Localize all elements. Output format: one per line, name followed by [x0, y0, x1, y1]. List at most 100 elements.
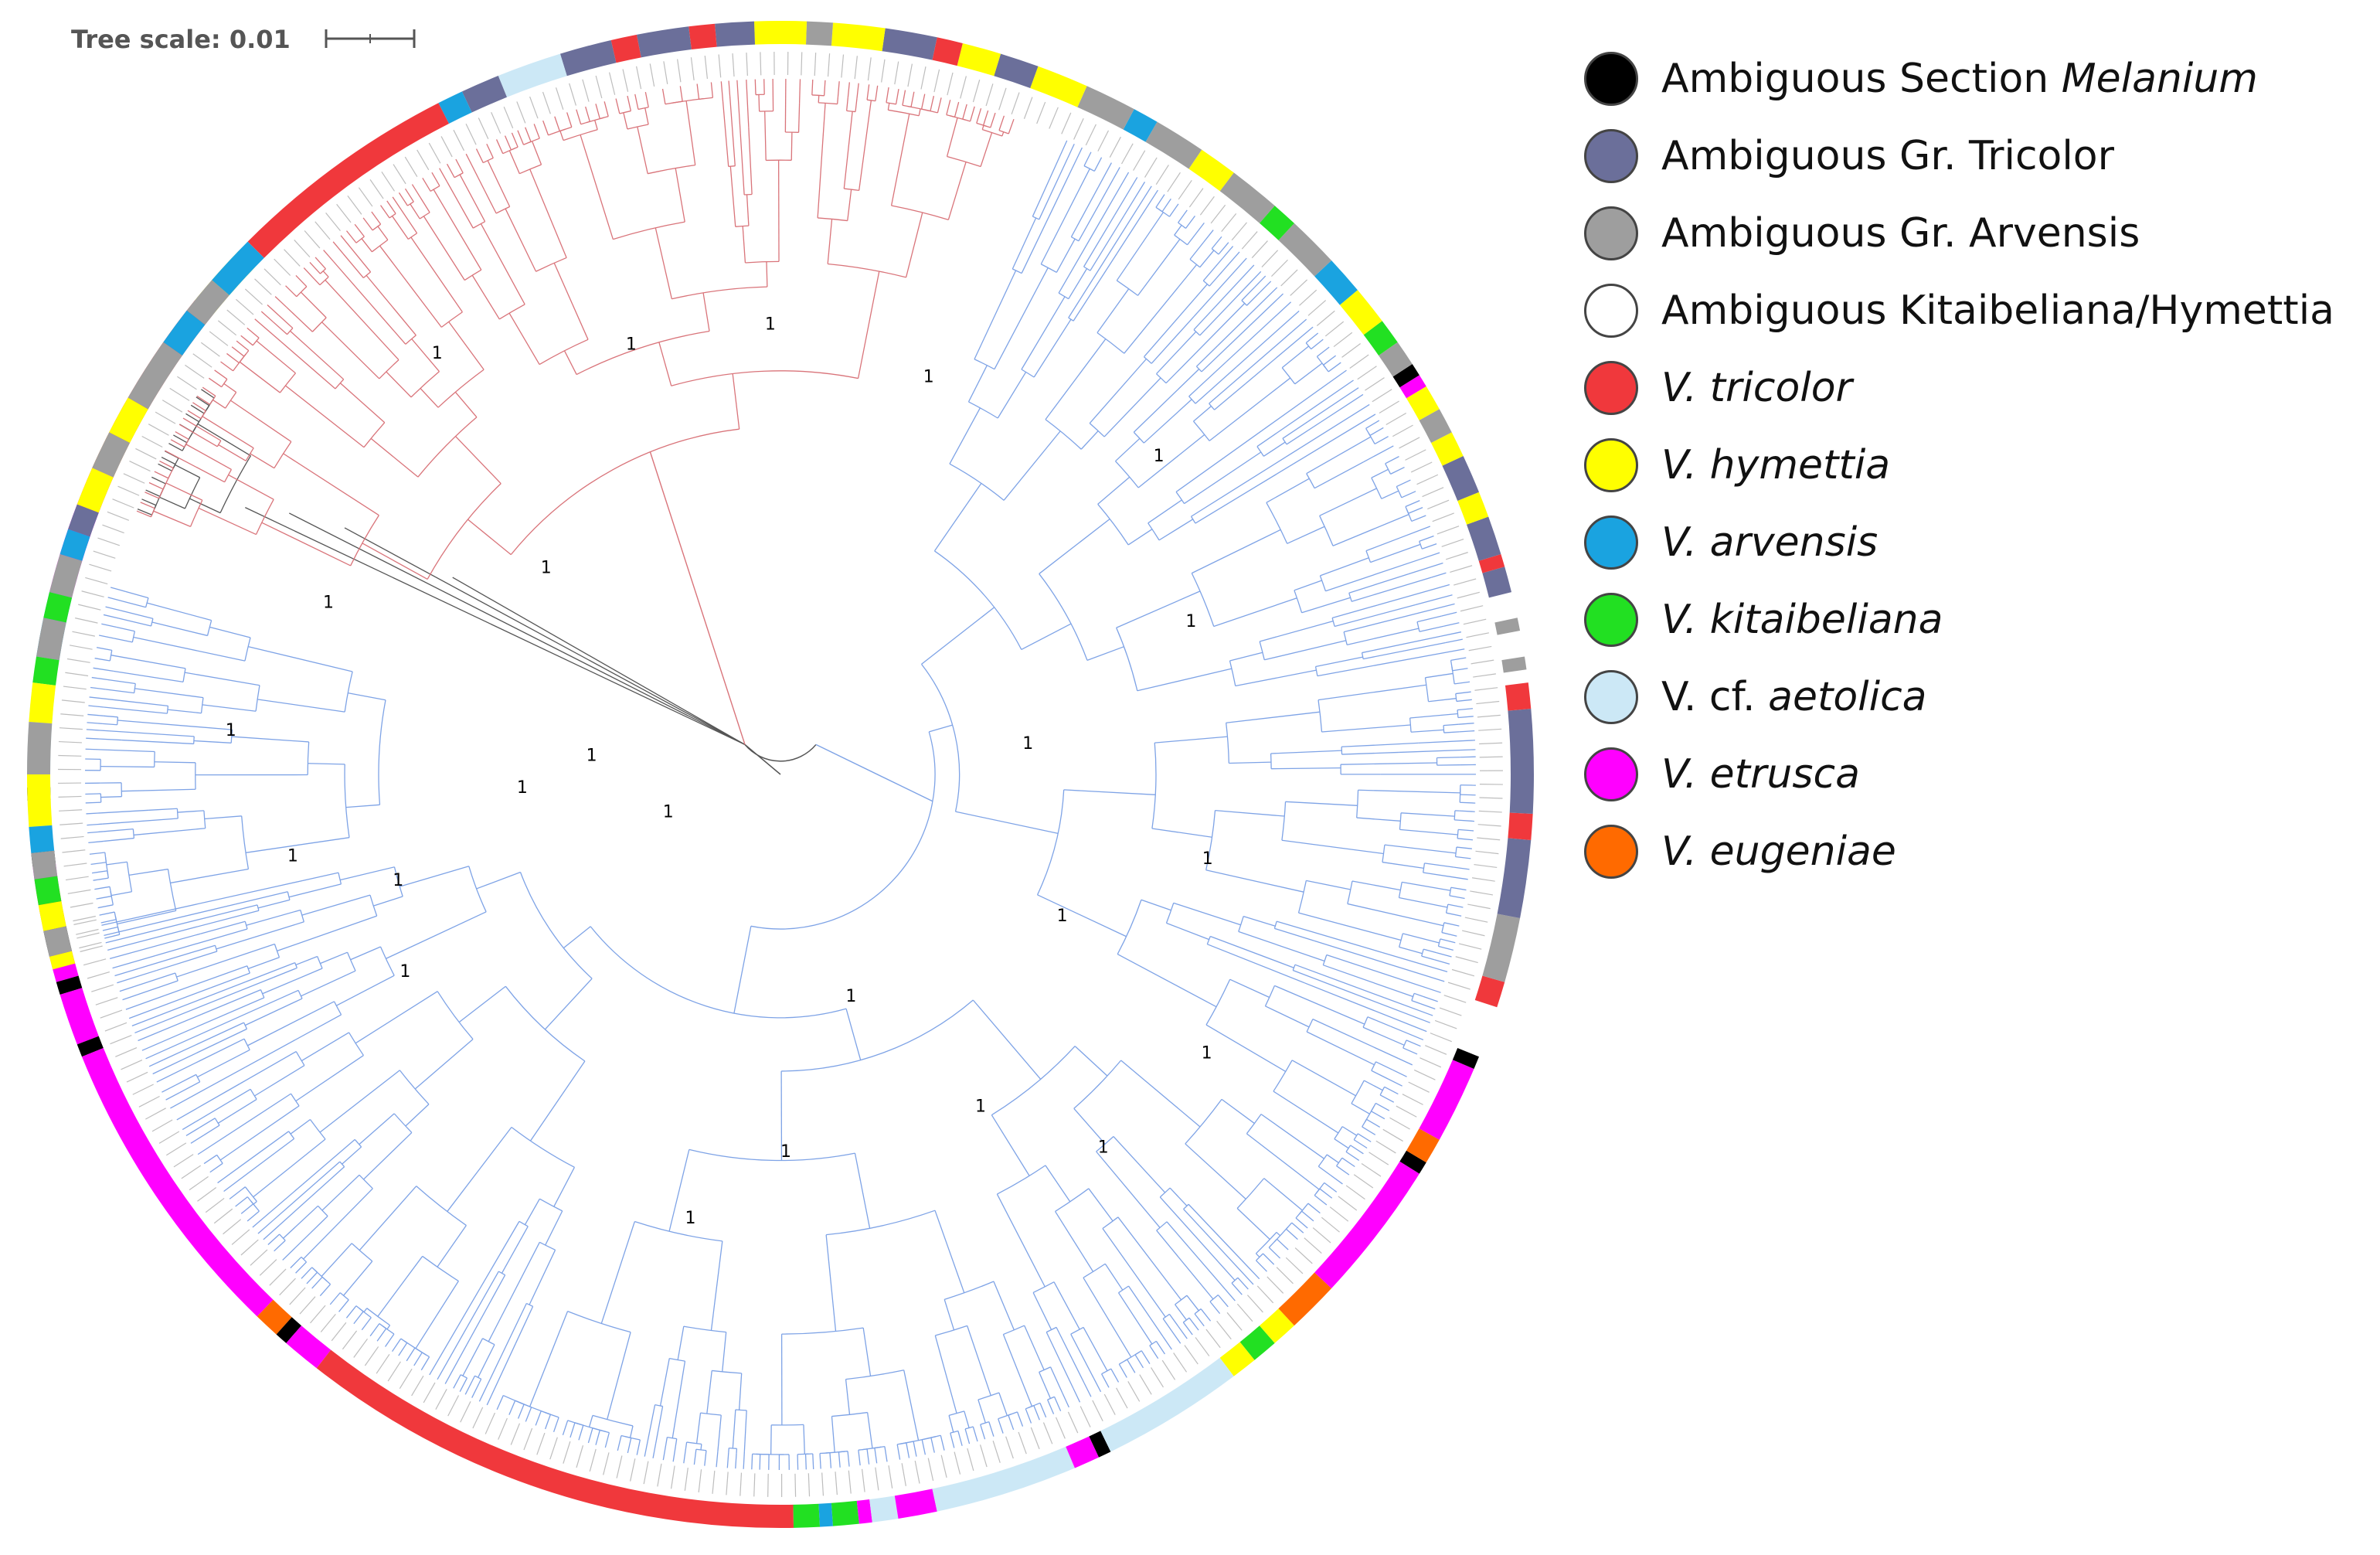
tricolor-clade-branch	[722, 101, 729, 167]
main-clade-branch	[1205, 1024, 1287, 1072]
tip-label	[901, 1463, 906, 1486]
main-clade-tip	[1329, 1174, 1343, 1185]
main-clade-branch	[588, 1415, 593, 1427]
main-clade-arc	[295, 1051, 305, 1066]
main-clade-tip	[884, 1446, 888, 1462]
tricolor-clade-branch	[192, 431, 218, 447]
main-clade-tip	[1285, 403, 1370, 458]
main-clade-arc	[1209, 1294, 1219, 1302]
tricolor-clade-tip	[340, 235, 352, 248]
ring-segment-tricolor	[1478, 553, 1505, 573]
left-clade-arc	[132, 829, 135, 839]
tricolor-clade-arc	[319, 276, 329, 286]
left-clade-arc	[114, 911, 117, 920]
tip-label	[104, 1022, 128, 1032]
left-clade-branch	[110, 655, 186, 669]
main-clade-tip	[874, 1448, 878, 1464]
ring-segment-hymettia	[27, 774, 53, 828]
tricolor-clade-branch	[300, 291, 327, 318]
tip-label	[209, 331, 229, 346]
main-clade-branch	[1127, 529, 1153, 546]
left-clade-arc	[117, 927, 121, 935]
left-clade-arc	[378, 699, 386, 805]
main-clade-branch	[1402, 881, 1451, 891]
left-clade-tip	[91, 870, 107, 874]
main-clade-arc	[683, 1325, 726, 1333]
main-clade-arc	[1441, 922, 1445, 933]
main-clade-arc	[1286, 1222, 1293, 1230]
tricolor-clade-arc	[744, 193, 753, 196]
ring-segment-tricolor	[247, 103, 449, 258]
main-clade-branch	[1070, 186, 1099, 237]
ring-segment-tricolor	[1474, 975, 1505, 1008]
main-clade-branch	[1201, 336, 1239, 373]
main-clade-tip	[1454, 866, 1470, 870]
main-clade-tip	[1383, 997, 1433, 1016]
main-clade-arc	[1297, 880, 1307, 914]
main-clade-branch	[1229, 761, 1272, 764]
tricolor-clade-branch	[272, 321, 287, 335]
tip-label	[927, 1458, 934, 1482]
tip-label	[760, 52, 762, 76]
tip-label	[158, 1131, 180, 1144]
main-clade-tip	[1161, 198, 1171, 213]
tricolor-clade-tip	[525, 127, 532, 142]
main-clade-branch	[1419, 625, 1444, 632]
tip-label	[1473, 673, 1496, 678]
main-clade-branch	[1323, 965, 1413, 998]
tip-label	[1464, 917, 1488, 923]
main-clade-tip	[751, 1454, 753, 1470]
main-clade-branch	[1068, 268, 1088, 300]
main-clade-arc	[950, 1430, 959, 1434]
ring-segment-gr-arvensis	[1278, 223, 1332, 277]
main-clade-arc	[511, 1126, 575, 1168]
left-clade-branch	[102, 818, 178, 825]
ring-segment-gr-tricolor	[715, 21, 756, 47]
tip-label	[76, 928, 99, 935]
tricolor-clade-tip	[422, 177, 431, 192]
tip-label	[1416, 474, 1439, 485]
left-clade-branch	[103, 715, 118, 718]
tip-label	[1049, 107, 1059, 129]
main-clade-tip	[1457, 716, 1474, 719]
tip-label	[1365, 377, 1385, 391]
main-clade-branch	[1040, 168, 1090, 265]
main-clade-branch	[245, 962, 295, 982]
main-clade-tip	[1229, 251, 1240, 264]
main-clade-arc	[1083, 266, 1091, 271]
main-clade-tip	[1110, 1368, 1120, 1383]
main-clade-branch	[1291, 1060, 1356, 1097]
main-clade-branch	[210, 972, 250, 988]
main-clade-arc	[1306, 473, 1315, 488]
main-clade-branch	[1334, 1138, 1349, 1149]
legend-label-species: V. hymettia	[1661, 442, 1891, 488]
main-clade-arc	[700, 1412, 722, 1416]
main-clade-arc	[600, 1429, 610, 1434]
main-clade-branch	[967, 365, 988, 403]
main-clade-arc	[318, 1205, 328, 1216]
support-value-label: 1	[323, 594, 334, 613]
tip-label	[138, 1095, 160, 1108]
ring-segment-gr-arvensis	[1145, 121, 1202, 169]
tricolor-clade-branch	[702, 292, 710, 332]
main-clade-tip	[1323, 355, 1336, 366]
main-clade-tip	[1291, 318, 1307, 332]
main-clade-branch	[386, 1325, 391, 1330]
main-clade-tip	[1083, 1383, 1092, 1397]
main-clade-branch	[162, 910, 260, 937]
main-clade-arc	[1256, 446, 1264, 457]
main-clade-branch	[290, 1119, 311, 1135]
left-clade-branch	[133, 636, 246, 662]
main-clade-arc	[1345, 1145, 1352, 1152]
main-clade-branch	[998, 1392, 1008, 1416]
left-clade-branch	[104, 837, 134, 842]
main-clade-branch	[1117, 1292, 1153, 1345]
ring-segment-gr-tricolor	[559, 39, 617, 77]
main-clade-branch	[1281, 345, 1310, 369]
tip-label	[112, 498, 134, 509]
tricolor-clade-arc	[430, 185, 440, 192]
main-clade-tip	[1194, 1313, 1205, 1327]
main-clade-tip	[1200, 1308, 1212, 1322]
ring-segment-kitaibeliana	[793, 1503, 821, 1528]
main-clade-branch	[1341, 742, 1419, 747]
